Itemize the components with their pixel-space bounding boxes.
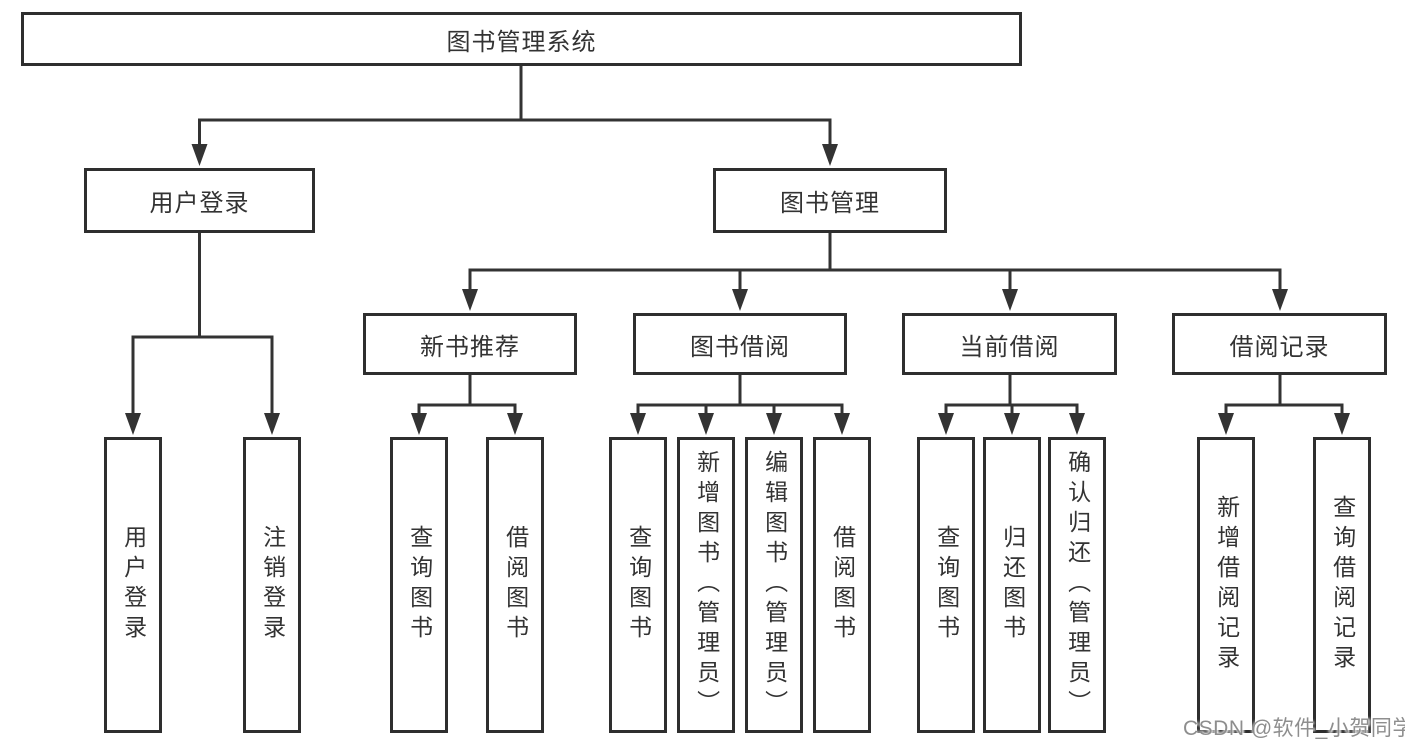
node-label: 查询图书 xyxy=(933,525,960,645)
leaf-borrow-books-1: 借阅图书 xyxy=(486,437,544,733)
node-label: 新增借阅记录 xyxy=(1213,495,1240,675)
leaf-logout: 注销登录 xyxy=(243,437,301,733)
node-book-borrowing: 图书借阅 xyxy=(633,313,847,375)
node-label: 用户登录 xyxy=(149,190,250,217)
leaf-borrow-books-2: 借阅图书 xyxy=(813,437,871,733)
node-label: 确认归还（管理员） xyxy=(1064,450,1091,720)
node-label: 图书借阅 xyxy=(690,333,790,361)
leaf-return-books: 归还图书 xyxy=(983,437,1041,733)
node-label: 借阅记录 xyxy=(1229,333,1330,361)
node-user-login: 用户登录 xyxy=(84,168,315,233)
leaf-query-borrow-record: 查询借阅记录 xyxy=(1313,437,1371,733)
node-label: 图书管理 xyxy=(780,190,880,217)
node-current-borrowing: 当前借阅 xyxy=(902,313,1117,375)
node-label: 借阅图书 xyxy=(829,525,856,645)
leaf-add-books-admin: 新增图书（管理员） xyxy=(677,437,735,733)
leaf-confirm-return-admin: 确认归还（管理员） xyxy=(1048,437,1106,733)
node-new-book-recommend: 新书推荐 xyxy=(363,313,577,375)
node-label: 用户登录 xyxy=(120,525,147,645)
node-label: 查询图书 xyxy=(406,525,433,645)
arrowheads xyxy=(125,144,1350,435)
leaf-query-books-3: 查询图书 xyxy=(917,437,975,733)
node-borrow-records: 借阅记录 xyxy=(1172,313,1387,375)
node-label: 注销登录 xyxy=(259,525,286,645)
leaf-query-books-1: 查询图书 xyxy=(390,437,448,733)
node-label: 新书推荐 xyxy=(420,333,520,361)
node-label: 编辑图书（管理员） xyxy=(761,450,788,720)
leaf-user-login: 用户登录 xyxy=(104,437,162,733)
node-label: 查询图书 xyxy=(625,525,652,645)
csdn-watermark: CSDN @软件_小贺同学 xyxy=(1183,717,1405,740)
node-label: 图书管理系统 xyxy=(446,28,597,56)
node-root: 图书管理系统 xyxy=(21,12,1022,66)
node-label: 当前借阅 xyxy=(959,333,1060,361)
leaf-query-books-2: 查询图书 xyxy=(609,437,667,733)
node-label: 新增图书（管理员） xyxy=(693,450,720,720)
node-label: 归还图书 xyxy=(999,525,1026,645)
node-book-management: 图书管理 xyxy=(713,168,947,233)
leaf-edit-books-admin: 编辑图书（管理员） xyxy=(745,437,803,733)
node-label: 借阅图书 xyxy=(502,525,529,645)
leaf-add-borrow-record: 新增借阅记录 xyxy=(1197,437,1255,733)
node-label: 查询借阅记录 xyxy=(1329,495,1356,675)
